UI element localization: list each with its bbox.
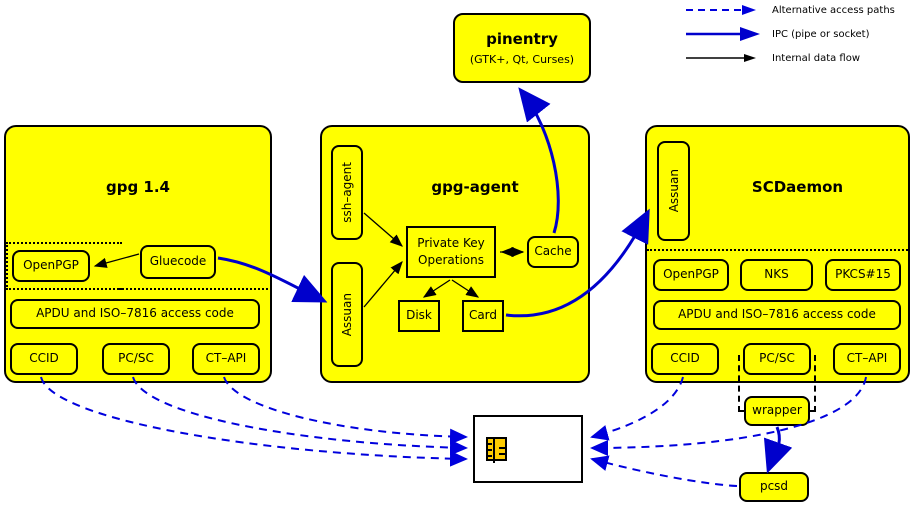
- legend-item-ipc: IPC (pipe or socket): [682, 26, 908, 50]
- scdaemon-driver-ctapi[interactable]: CT–API: [833, 343, 901, 375]
- scdaemon-app-nks-label: NKS: [764, 267, 789, 282]
- gpg-driver-ctapi-label: CT–API: [205, 351, 247, 366]
- scdaemon-app-openpgp[interactable]: OpenPGP: [653, 259, 729, 291]
- scdaemon-divider: [647, 249, 908, 251]
- gpg-agent-ssh-agent-label: ssh–agent: [340, 162, 354, 223]
- gpg-apdu-box[interactable]: APDU and ISO–7816 access code: [10, 299, 260, 329]
- gpg-openpgp-region-extension: [118, 288, 272, 290]
- pinentry-subtitle: (GTK+, Qt, Curses): [469, 52, 575, 66]
- altpath-gpg-ccid-to-card: [40, 376, 468, 467]
- altpath-pcsd-to-card: [590, 455, 738, 487]
- altpath-scdaemon-ccid-to-card: [590, 376, 684, 441]
- legend-item-alt-paths: Alternative access paths: [682, 2, 908, 26]
- scdaemon-driver-pcsc[interactable]: PC/SC: [743, 343, 811, 375]
- thin-arrow-icon: [686, 54, 756, 62]
- legend-label-alt-paths: Alternative access paths: [772, 5, 895, 16]
- gpg-gluecode-label: Gluecode: [149, 254, 207, 269]
- scdaemon-wrapper-box[interactable]: wrapper: [744, 396, 810, 426]
- scdaemon-title: SCDaemon: [751, 178, 844, 196]
- private-key-operations-line1: Private Key: [417, 235, 485, 250]
- scdaemon-driver-ctapi-label: CT–API: [846, 351, 888, 366]
- pinentry-box[interactable]: pinentry (GTK+, Qt, Curses): [453, 13, 591, 83]
- gpg-driver-ccid-label: CCID: [29, 351, 59, 366]
- dashed-arrow-icon: [686, 5, 756, 15]
- scdaemon-app-pkcs15[interactable]: PKCS#15: [825, 259, 901, 291]
- pcsd-box[interactable]: pcsd: [739, 472, 809, 502]
- gpg-apdu-label: APDU and ISO–7816 access code: [36, 306, 234, 321]
- gpg-agent-disk-box[interactable]: Disk: [398, 300, 440, 332]
- altpath-gpg-pcsc-to-card: [132, 376, 468, 456]
- gpg-agent-card-label: Card: [468, 308, 498, 323]
- altpath-scdaemon-ctapi-to-card: [590, 376, 867, 456]
- scdaemon-app-nks[interactable]: NKS: [740, 259, 813, 291]
- gpg-gluecode-box[interactable]: Gluecode: [140, 245, 216, 279]
- gpg-agent-assuan-box[interactable]: Assuan: [331, 262, 363, 367]
- smartcard-chip-icon: [486, 437, 507, 463]
- scdaemon-driver-ccid-label: CCID: [670, 351, 700, 366]
- scdaemon-assuan-label: Assuan: [666, 169, 681, 213]
- private-key-operations-box[interactable]: Private Key Operations: [406, 226, 496, 278]
- gpg-openpgp-box[interactable]: OpenPGP: [12, 250, 90, 282]
- gpg-driver-pcsc-label: PC/SC: [118, 351, 154, 366]
- scdaemon-driver-ccid[interactable]: CCID: [651, 343, 719, 375]
- thick-arrow-icon: [686, 27, 760, 41]
- gpg-agent-ssh-agent-box[interactable]: ssh–agent: [331, 145, 363, 240]
- gpg-agent-cache-label: Cache: [534, 244, 572, 259]
- gpg-agent-card-box[interactable]: Card: [462, 300, 504, 332]
- gpg-driver-ctapi[interactable]: CT–API: [192, 343, 260, 375]
- pinentry-title: pinentry: [486, 29, 558, 48]
- legend-label-internal-flow: Internal data flow: [772, 53, 861, 64]
- scdaemon-assuan-box[interactable]: Assuan: [657, 141, 690, 241]
- gpg-agent-title: gpg-agent: [431, 178, 519, 196]
- scdaemon-apdu-label: APDU and ISO–7816 access code: [678, 307, 876, 322]
- legend-item-internal-flow: Internal data flow: [682, 50, 908, 74]
- scdaemon-driver-pcsc-label: PC/SC: [759, 351, 795, 366]
- gpg-openpgp-label: OpenPGP: [23, 258, 79, 273]
- altpath-gpg-ctapi-to-card: [223, 376, 468, 445]
- gpg-title: gpg 1.4: [105, 178, 170, 196]
- scdaemon-wrapper-label: wrapper: [752, 403, 802, 418]
- gpg-agent-disk-label: Disk: [406, 308, 432, 323]
- ipc-wrapper-to-pcsd: [763, 426, 793, 474]
- scdaemon-app-openpgp-label: OpenPGP: [663, 267, 719, 282]
- scdaemon-app-pkcs15-label: PKCS#15: [835, 267, 891, 282]
- gpg-agent-cache-box[interactable]: Cache: [527, 236, 579, 268]
- gpg-agent-assuan-label: Assuan: [340, 292, 354, 337]
- gpg-driver-ccid[interactable]: CCID: [10, 343, 78, 375]
- gpg-driver-pcsc[interactable]: PC/SC: [102, 343, 170, 375]
- legend: Alternative access paths IPC (pipe or so…: [682, 2, 908, 74]
- scdaemon-apdu-box[interactable]: APDU and ISO–7816 access code: [653, 300, 901, 330]
- legend-label-ipc: IPC (pipe or socket): [772, 29, 870, 40]
- gpg-openpgp-region: [6, 242, 122, 290]
- pcsd-label: pcsd: [759, 479, 789, 494]
- private-key-operations-line2: Operations: [418, 252, 484, 267]
